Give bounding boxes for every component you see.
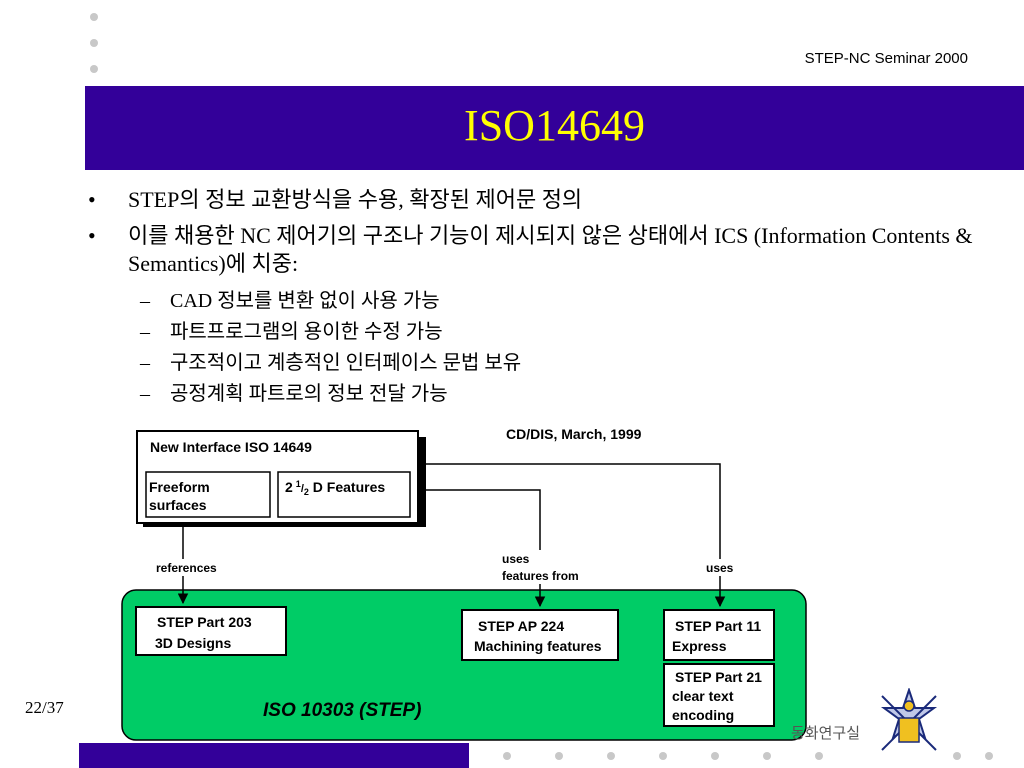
bullet-text: STEP의 정보 교환방식을 수용, 확장된 제어문 정의 [128,187,583,212]
freeform-box [145,471,271,518]
part11-box [663,609,775,661]
sub-bullet-item: – 공정계획 파트로의 정보 전달 가능 [88,379,988,410]
part203-label-line1: STEP Part 203 [157,614,252,630]
features-slash: / [301,483,304,495]
uses-features-label-line2: features from [502,569,579,583]
bullet-marker: • [88,223,96,248]
part11-label-line1: STEP Part 11 [675,618,761,634]
ap224-label-line1: STEP AP 224 [478,618,564,634]
freeform-label-line2: surfaces [149,497,207,513]
sub-bullet-text: 파트프로그램의 용이한 수정 가능 [170,321,443,343]
iso10303-label: ISO 10303 (STEP) [263,700,421,721]
sub-bullet-text: 공정계획 파트로의 정보 전달 가능 [170,383,448,405]
features-denominator: 2 [304,487,309,497]
ap224-label-line2: Machining features [474,638,602,654]
part21-label-line1: STEP Part 21 [675,669,762,685]
features-box [277,471,411,518]
part21-label-line2: clear text [672,688,734,704]
footer-bar [79,743,469,768]
part11-label-line2: Express [672,638,727,654]
bullet-list: • STEP의 정보 교환방식을 수용, 확장된 제어문 정의 • 이를 채용한… [88,186,988,410]
title-bar: ISO14649 [85,86,1024,170]
bullet-item: • STEP의 정보 교환방식을 수용, 확장된 제어문 정의 [88,186,988,214]
dash-marker: – [140,321,150,343]
dash-marker: – [140,352,150,374]
bullet-marker: • [88,187,96,212]
bullet-text: 이를 채용한 NC 제어기의 구조나 기능이 제시되지 않은 상태에서 ICS … [128,223,973,276]
dash-marker: – [140,383,150,405]
features-text: D Features [309,479,385,495]
date-label: CD/DIS, March, 1999 [506,426,642,442]
sub-bullet-item: – 파트프로그램의 용이한 수정 가능 [88,317,988,348]
part21-box [663,663,775,727]
uses-label: uses [706,561,734,575]
iso14649-diagram: New Interface ISO 14649 Freeform surface… [121,426,860,742]
sub-bullet-text: 구조적이고 계층적인 인터페이스 문법 보유 [170,352,522,374]
page-number: 22/37 [25,698,64,717]
bullet-item: • 이를 채용한 NC 제어기의 구조나 기능이 제시되지 않은 상태에서 IC… [88,222,988,278]
dash-marker: – [140,290,150,312]
lab-name-partial: 동화연구실 [791,725,860,742]
part21-label-line3: encoding [672,707,734,723]
sub-bullet-item: – CAD 정보를 변환 없이 사용 가능 [88,286,988,317]
sub-bullet-text: CAD 정보를 변환 없이 사용 가능 [170,290,440,312]
part203-box [135,606,287,656]
part203-label-line2: 3D Designs [155,635,231,651]
features-numerator: 1 [296,479,301,489]
lab-logo-icon [880,688,938,751]
new-interface-label: New Interface ISO 14649 [150,439,312,455]
references-label: references [156,561,217,575]
sub-bullet-item: – 구조적이고 계층적인 인터페이스 문법 보유 [88,348,988,379]
seminar-header: STEP-NC Seminar 2000 [804,50,968,67]
freeform-label-line1: Freeform [149,479,210,495]
features-number: 2 [285,479,293,495]
uses-features-label-line1: uses [502,552,530,566]
ap224-box [461,609,619,661]
iso10303-area [121,589,807,741]
slide-title: ISO14649 [464,101,645,150]
